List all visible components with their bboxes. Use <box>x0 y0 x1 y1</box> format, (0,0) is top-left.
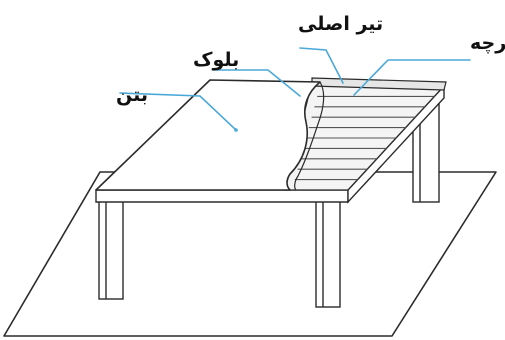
slab-front-face <box>95 189 349 203</box>
leader-line-block <box>213 69 301 97</box>
joist-lines <box>294 95 435 181</box>
leader-line-joist <box>353 59 471 96</box>
front-leg-left <box>98 200 124 300</box>
leader-line-concrete <box>119 92 237 131</box>
label-joist: تیرچه <box>470 32 505 54</box>
leader-dot-concrete <box>234 128 238 132</box>
label-block: بلوک <box>193 49 239 71</box>
front-leg-right <box>315 198 341 308</box>
concrete-surface <box>95 79 321 191</box>
label-concrete: بتن <box>116 84 148 106</box>
label-main-beam: تیر اصلی <box>298 13 383 35</box>
leader-line-main-beam <box>299 47 344 84</box>
concrete-curl-edge <box>294 81 325 191</box>
leader-lines <box>119 47 471 131</box>
